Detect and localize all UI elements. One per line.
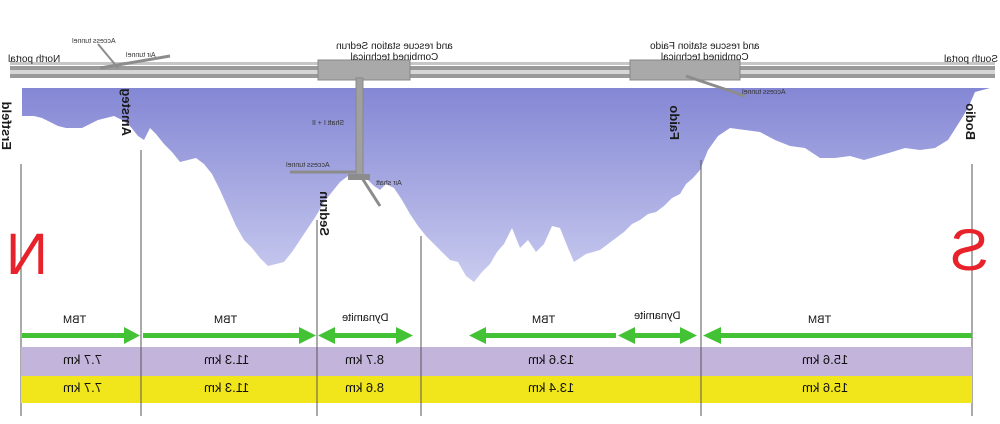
method-section-4b: Dynamite [634,310,681,322]
shaft-label: Shaft I + II [312,120,345,127]
length-purple-1: 7.7 km [63,352,103,367]
method-section-5: TBM [808,314,832,326]
place-erstfeld: Erstfeld [0,101,14,150]
mountain-profile [22,88,990,282]
band-dividers [140,347,702,403]
sedrun-station-line1: Combined technical [350,52,439,63]
main-tunnel [10,62,995,78]
shaft-foot [348,174,370,180]
sedrun-station-line2: and rescue station Sedrun [336,41,453,52]
method-section-1: TBM [63,314,87,326]
south-portal-label: South portal [944,54,998,65]
method-section-4: TBM [532,314,556,326]
access-tunnel-top-label: Access tunnel [72,38,116,45]
length-purple-3: 8.7 km [345,352,385,367]
faido-station-block [629,59,741,81]
faido-station-line1: Combined technical [660,52,749,63]
length-yellow-2: 11.3 km [204,380,250,395]
length-yellow-3: 8.6 km [345,380,385,395]
air-shaft-label: Air shaft [376,180,402,187]
length-yellow-5: 15.6 km [802,380,849,395]
south-letter: S [950,218,989,283]
access-tunnel-faido-line [685,74,746,98]
place-faido: Faido [667,105,682,140]
access-tunnel-sedrun-label: Access tunnel [286,162,330,169]
north-portal-label: North portal [8,54,61,65]
faido-station-label: and rescue station Faido Combined techni… [650,41,760,63]
method-section-3: Dynamite [342,312,389,324]
access-tunnel-top-line [97,43,119,69]
air-tunnel-label: Air tunnel [126,52,156,59]
purple-band [21,347,972,376]
length-purple-4: 13.6 km [528,352,575,367]
length-yellow-1: 7.7 km [63,380,103,395]
length-purple-5: 15.6 km [802,352,849,367]
length-purple-2: 11.3 km [204,352,250,367]
sedrun-station-block [317,59,411,81]
place-amsteg: Amsteg [119,88,134,136]
yellow-band [21,376,972,403]
method-section-2: TBM [214,314,238,326]
faido-station-line2: and rescue station Faido [650,41,760,52]
air-tunnel-line [99,54,171,70]
sedrun-station-label: and rescue station Sedrun Combined techn… [336,41,453,63]
place-bodio: Bodio [963,103,978,140]
length-yellow-4: 13.4 km [528,380,575,395]
access-tunnel-faido-label: Access tunnel [742,89,786,96]
shaft [355,77,364,179]
place-sedrun: Sedrun [317,191,332,236]
excavation-arrows [22,327,972,344]
air-shaft-line [360,177,382,207]
north-letter: N [6,222,48,287]
